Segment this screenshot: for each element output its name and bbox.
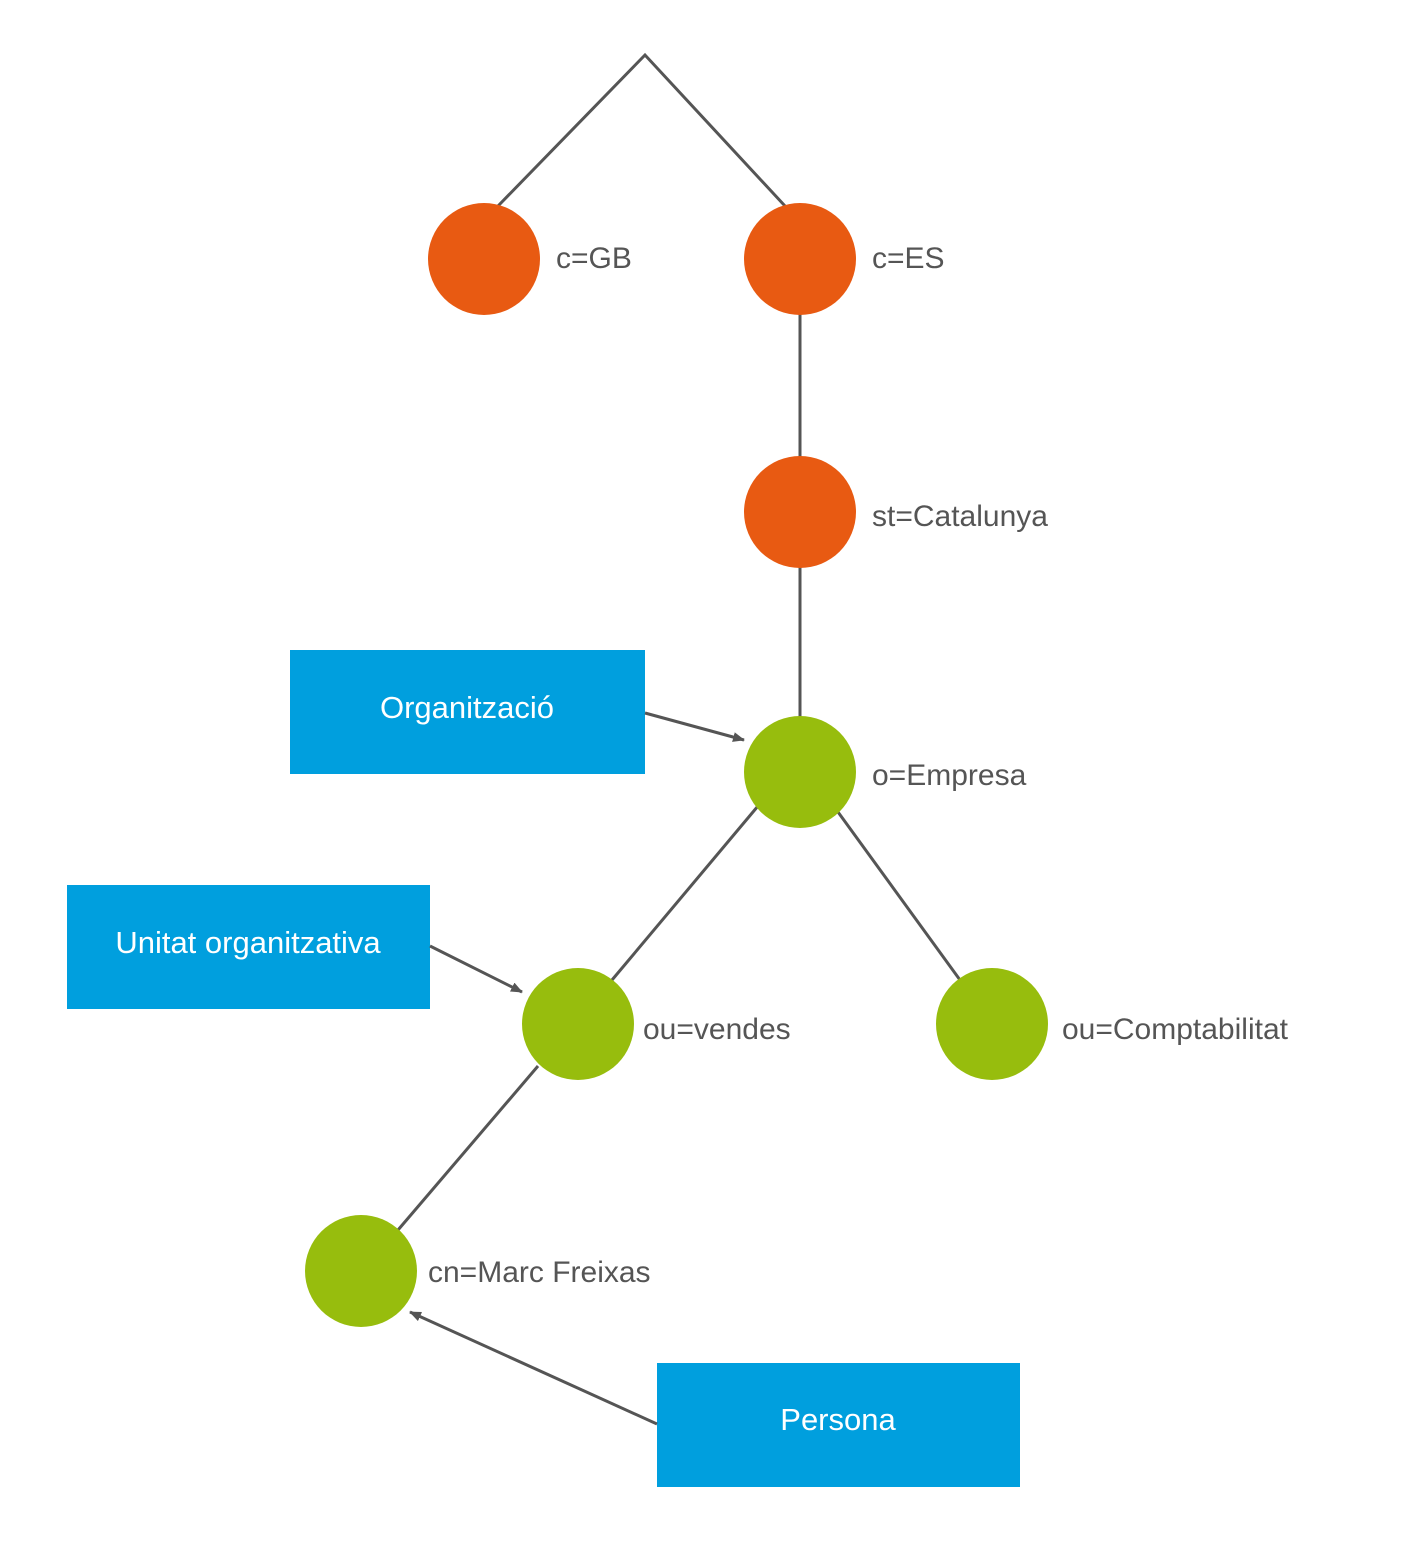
node-es-label: c=ES — [872, 242, 945, 275]
callout-arrows — [409, 711, 745, 1426]
node-empresa[interactable] — [744, 716, 856, 828]
node-empresa-label: o=Empresa — [872, 759, 1027, 792]
arrow-unitat-vendes — [429, 944, 523, 994]
box-organitzacio[interactable] — [290, 650, 645, 774]
node-gb[interactable] — [428, 203, 540, 315]
node-comptabilitat-label: ou=Comptabilitat — [1062, 1013, 1289, 1046]
node-gb-label: c=GB — [556, 242, 632, 275]
box-unitat-organitzativa[interactable] — [67, 885, 430, 1009]
node-vendes[interactable] — [522, 968, 634, 1080]
edge-vendes-marc — [396, 1065, 540, 1231]
box-unitat-organitzativa-label: Unitat organitzativa — [115, 925, 381, 960]
arrow-organitzacio-empresa — [644, 711, 745, 742]
edge-empresa-comptabilitat — [836, 811, 962, 981]
arrow-persona-marc — [409, 1310, 658, 1426]
node-catalunya-label: st=Catalunya — [872, 500, 1048, 533]
node-marc[interactable] — [305, 1215, 417, 1327]
box-persona[interactable] — [657, 1363, 1020, 1487]
node-catalunya[interactable] — [744, 456, 856, 568]
node-comptabilitat[interactable] — [936, 968, 1048, 1080]
box-persona-label: Persona — [780, 1402, 896, 1437]
node-marc-label: cn=Marc Freixas — [428, 1256, 651, 1289]
edge-empresa-vendes — [610, 805, 760, 981]
tree-edges — [396, 52, 962, 1231]
box-organitzacio-label: Organització — [380, 690, 554, 725]
root-branch — [496, 52, 787, 208]
node-vendes-label: ou=vendes — [643, 1013, 791, 1046]
node-es[interactable] — [744, 203, 856, 315]
